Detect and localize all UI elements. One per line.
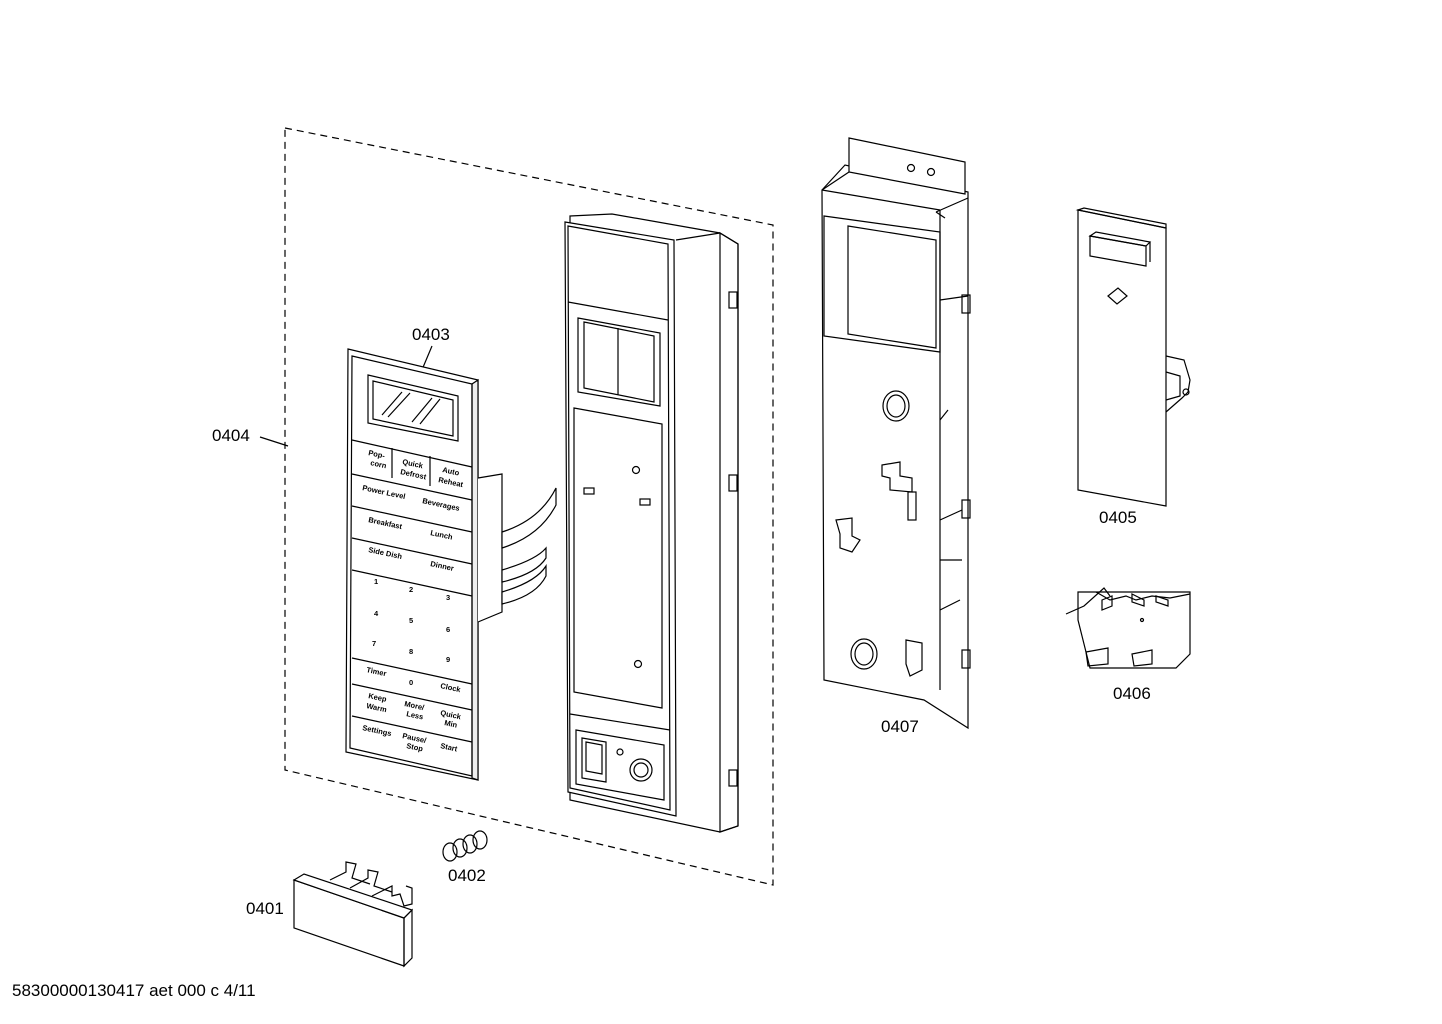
key-quick-min-2: Min xyxy=(444,718,459,730)
frame-keypad-recess xyxy=(573,407,663,709)
key-pause-stop-2: Stop xyxy=(406,741,425,753)
key-5: 5 xyxy=(409,616,413,625)
key-more-less-2: Less xyxy=(406,709,425,721)
key-2: 2 xyxy=(409,585,413,594)
key-start: Start xyxy=(440,741,459,753)
label-0407: 0407 xyxy=(881,717,919,736)
leader-0404 xyxy=(259,436,289,447)
key-0: 0 xyxy=(409,678,413,687)
key-7: 7 xyxy=(372,639,376,648)
key-8: 8 xyxy=(409,647,413,656)
assembly-boundary xyxy=(284,127,774,886)
display-window xyxy=(367,374,459,442)
frame-display-opening xyxy=(577,317,661,407)
spring-coils xyxy=(442,830,488,862)
label-0404: 0404 xyxy=(212,426,250,445)
front-frame xyxy=(564,213,739,833)
ribbon-cable xyxy=(477,473,503,623)
key-quick-defrost: Quick xyxy=(402,457,425,470)
switch-assembly xyxy=(1065,587,1191,669)
key-keep-warm-2: Warm xyxy=(366,701,388,714)
label-0405: 0405 xyxy=(1099,508,1137,527)
key-clock: Clock xyxy=(440,681,463,694)
key-6: 6 xyxy=(446,625,450,634)
key-3: 3 xyxy=(446,593,450,602)
frame-button-housing xyxy=(575,729,665,801)
label-0406: 0406 xyxy=(1113,684,1151,703)
key-quick-min: Quick xyxy=(440,708,463,721)
chassis-bracket xyxy=(821,137,971,730)
key-keep-warm: Keep xyxy=(368,691,388,704)
bracket-window xyxy=(823,215,941,353)
label-0402: 0402 xyxy=(448,866,486,885)
key-popcorn-2: corn xyxy=(370,458,388,470)
key-auto-reheat: Auto xyxy=(442,465,461,477)
key-timer: Timer xyxy=(366,665,388,678)
key-more-less: More/ xyxy=(404,699,426,712)
key-popcorn: Pop- xyxy=(368,448,387,460)
key-4: 4 xyxy=(374,609,379,618)
label-0401: 0401 xyxy=(246,899,284,918)
key-1: 1 xyxy=(374,577,378,586)
drawing-id: 58300000130417 aet 000 c 4/11 xyxy=(12,981,256,1000)
label-0403: 0403 xyxy=(412,325,450,344)
release-button xyxy=(292,861,414,968)
display-board xyxy=(1075,207,1191,507)
key-9: 9 xyxy=(446,655,450,664)
keypad-membrane: Pop- corn Quick Defrost Auto Reheat Powe… xyxy=(345,348,557,781)
